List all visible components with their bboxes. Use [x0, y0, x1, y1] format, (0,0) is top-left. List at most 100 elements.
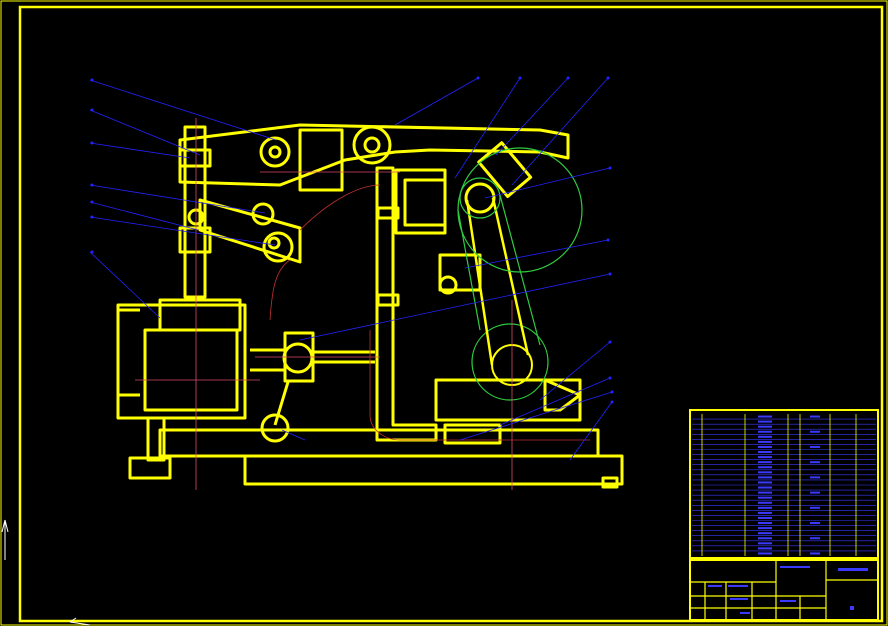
- balloon-left-2: [90, 108, 94, 112]
- top-arm: [178, 123, 570, 187]
- title-block-text-marks: [708, 566, 868, 614]
- vertical-spindle: [183, 125, 207, 299]
- leader-right-3: [299, 273, 611, 341]
- balloon-top-3: [566, 76, 570, 80]
- phantom-lines: [457, 147, 583, 346]
- title-mark-6: [850, 606, 854, 610]
- leader-left-2: [89, 109, 201, 156]
- hand-lever: [273, 381, 290, 426]
- parts-list-material-mark: [810, 537, 820, 540]
- balloon-left-5: [90, 200, 94, 204]
- leader-lever: [281, 429, 306, 441]
- leader-left-3: [89, 142, 191, 159]
- roller-3-inner: [267, 236, 281, 250]
- parts-list-material-mark: [810, 522, 820, 525]
- cylinder-port-top: [116, 308, 140, 330]
- leader-top-2: [454, 77, 521, 179]
- top-arm-slot: [298, 128, 344, 192]
- cylinder-foot: [128, 456, 172, 480]
- top-arm-pivot: [352, 125, 392, 165]
- parts-list-name-mark: [758, 491, 772, 494]
- clamp-rod: [313, 350, 375, 364]
- leader-balloons: [90, 76, 614, 404]
- parts-list-material-mark: [810, 461, 820, 464]
- parts-list-name-mark: [758, 522, 772, 525]
- title-mark-2: [708, 585, 722, 587]
- main-frame-upper: [394, 168, 447, 235]
- upper-cam-hub: [464, 182, 496, 214]
- base-block-right: [443, 423, 502, 445]
- parts-list-material-mark: [810, 491, 820, 494]
- parts-list-name-mark: [758, 501, 772, 504]
- ucs-x-arrow: [69, 617, 91, 626]
- frame-angle: [543, 378, 582, 412]
- cam-link: [465, 197, 530, 366]
- parts-list-columns: [701, 414, 857, 556]
- leader-right-2: [464, 239, 609, 269]
- parts-list-name-mark: [758, 415, 772, 418]
- parts-list-name-mark: [758, 537, 772, 540]
- title-mark-5: [740, 612, 750, 614]
- leader-left-1: [89, 79, 277, 141]
- spring-guide-1: [376, 206, 400, 220]
- leader-left-6: [89, 216, 276, 246]
- cylinder-head: [158, 298, 242, 332]
- base-foot-right: [601, 476, 619, 489]
- cam-follower: [438, 275, 458, 295]
- clamp-stem: [250, 348, 285, 372]
- parts-list-name-mark: [758, 466, 772, 469]
- parts-list-name-mark: [758, 425, 772, 428]
- balloon-left-4: [90, 183, 94, 187]
- leader-right-5: [499, 377, 611, 426]
- parts-list-name-mark: [758, 430, 772, 433]
- title-block: [689, 559, 879, 621]
- balloon-top-2: [518, 76, 522, 80]
- leader-right-4: [539, 341, 611, 401]
- parts-list-entries: [758, 415, 820, 555]
- assembly-view: [116, 123, 624, 489]
- balloon-right-5: [608, 376, 612, 380]
- parts-list-name-mark: [758, 471, 772, 474]
- frame-lower-bracket: [434, 378, 582, 422]
- hidden-arm-curve: [299, 184, 381, 231]
- title-mark-1: [728, 585, 748, 587]
- hand-lever-knob: [260, 413, 290, 443]
- balloon-left-3: [90, 141, 94, 145]
- title-mark-4: [780, 600, 796, 602]
- clamp-head-boss: [282, 342, 314, 374]
- parts-list-name-mark: [758, 496, 772, 499]
- phantom-upper-hub: [459, 177, 501, 219]
- base-step: [158, 428, 600, 458]
- parts-list-name-mark: [758, 445, 772, 448]
- balloon-right-6: [610, 390, 614, 394]
- leader-right-7: [569, 401, 613, 461]
- leader-right-1: [484, 167, 611, 199]
- lower-cam-outer: [471, 323, 549, 401]
- balloon-right-2: [606, 238, 610, 242]
- parts-list-name-mark: [758, 440, 772, 443]
- cylinder-port-bottom: [116, 370, 140, 397]
- leader-right-6: [459, 391, 613, 441]
- parts-list-name-mark: [758, 435, 772, 438]
- parts-list-material-mark: [810, 415, 820, 418]
- roller-3: [262, 231, 294, 263]
- main-frame-column: [375, 166, 438, 442]
- parts-list-material-mark: [810, 506, 820, 509]
- spindle-collar-mid: [178, 226, 212, 254]
- leader-top-1: [394, 77, 479, 126]
- parts-list-name-mark: [758, 527, 772, 530]
- ucs-axis-icon: [1, 519, 91, 626]
- leader-left-7: [89, 251, 161, 319]
- parts-list-name-mark: [758, 552, 772, 555]
- phantom-link: [457, 194, 541, 346]
- ucs-y-arrow: [1, 519, 9, 560]
- parts-list-material-mark: [810, 476, 820, 479]
- parts-list-material-mark: [810, 445, 820, 448]
- parts-list-name-mark: [758, 511, 772, 514]
- spindle-collar-top: [178, 148, 212, 168]
- title-mark-drawing-name: [838, 568, 868, 571]
- parts-list-name-mark: [758, 456, 772, 459]
- parts-list-frame: [689, 409, 879, 559]
